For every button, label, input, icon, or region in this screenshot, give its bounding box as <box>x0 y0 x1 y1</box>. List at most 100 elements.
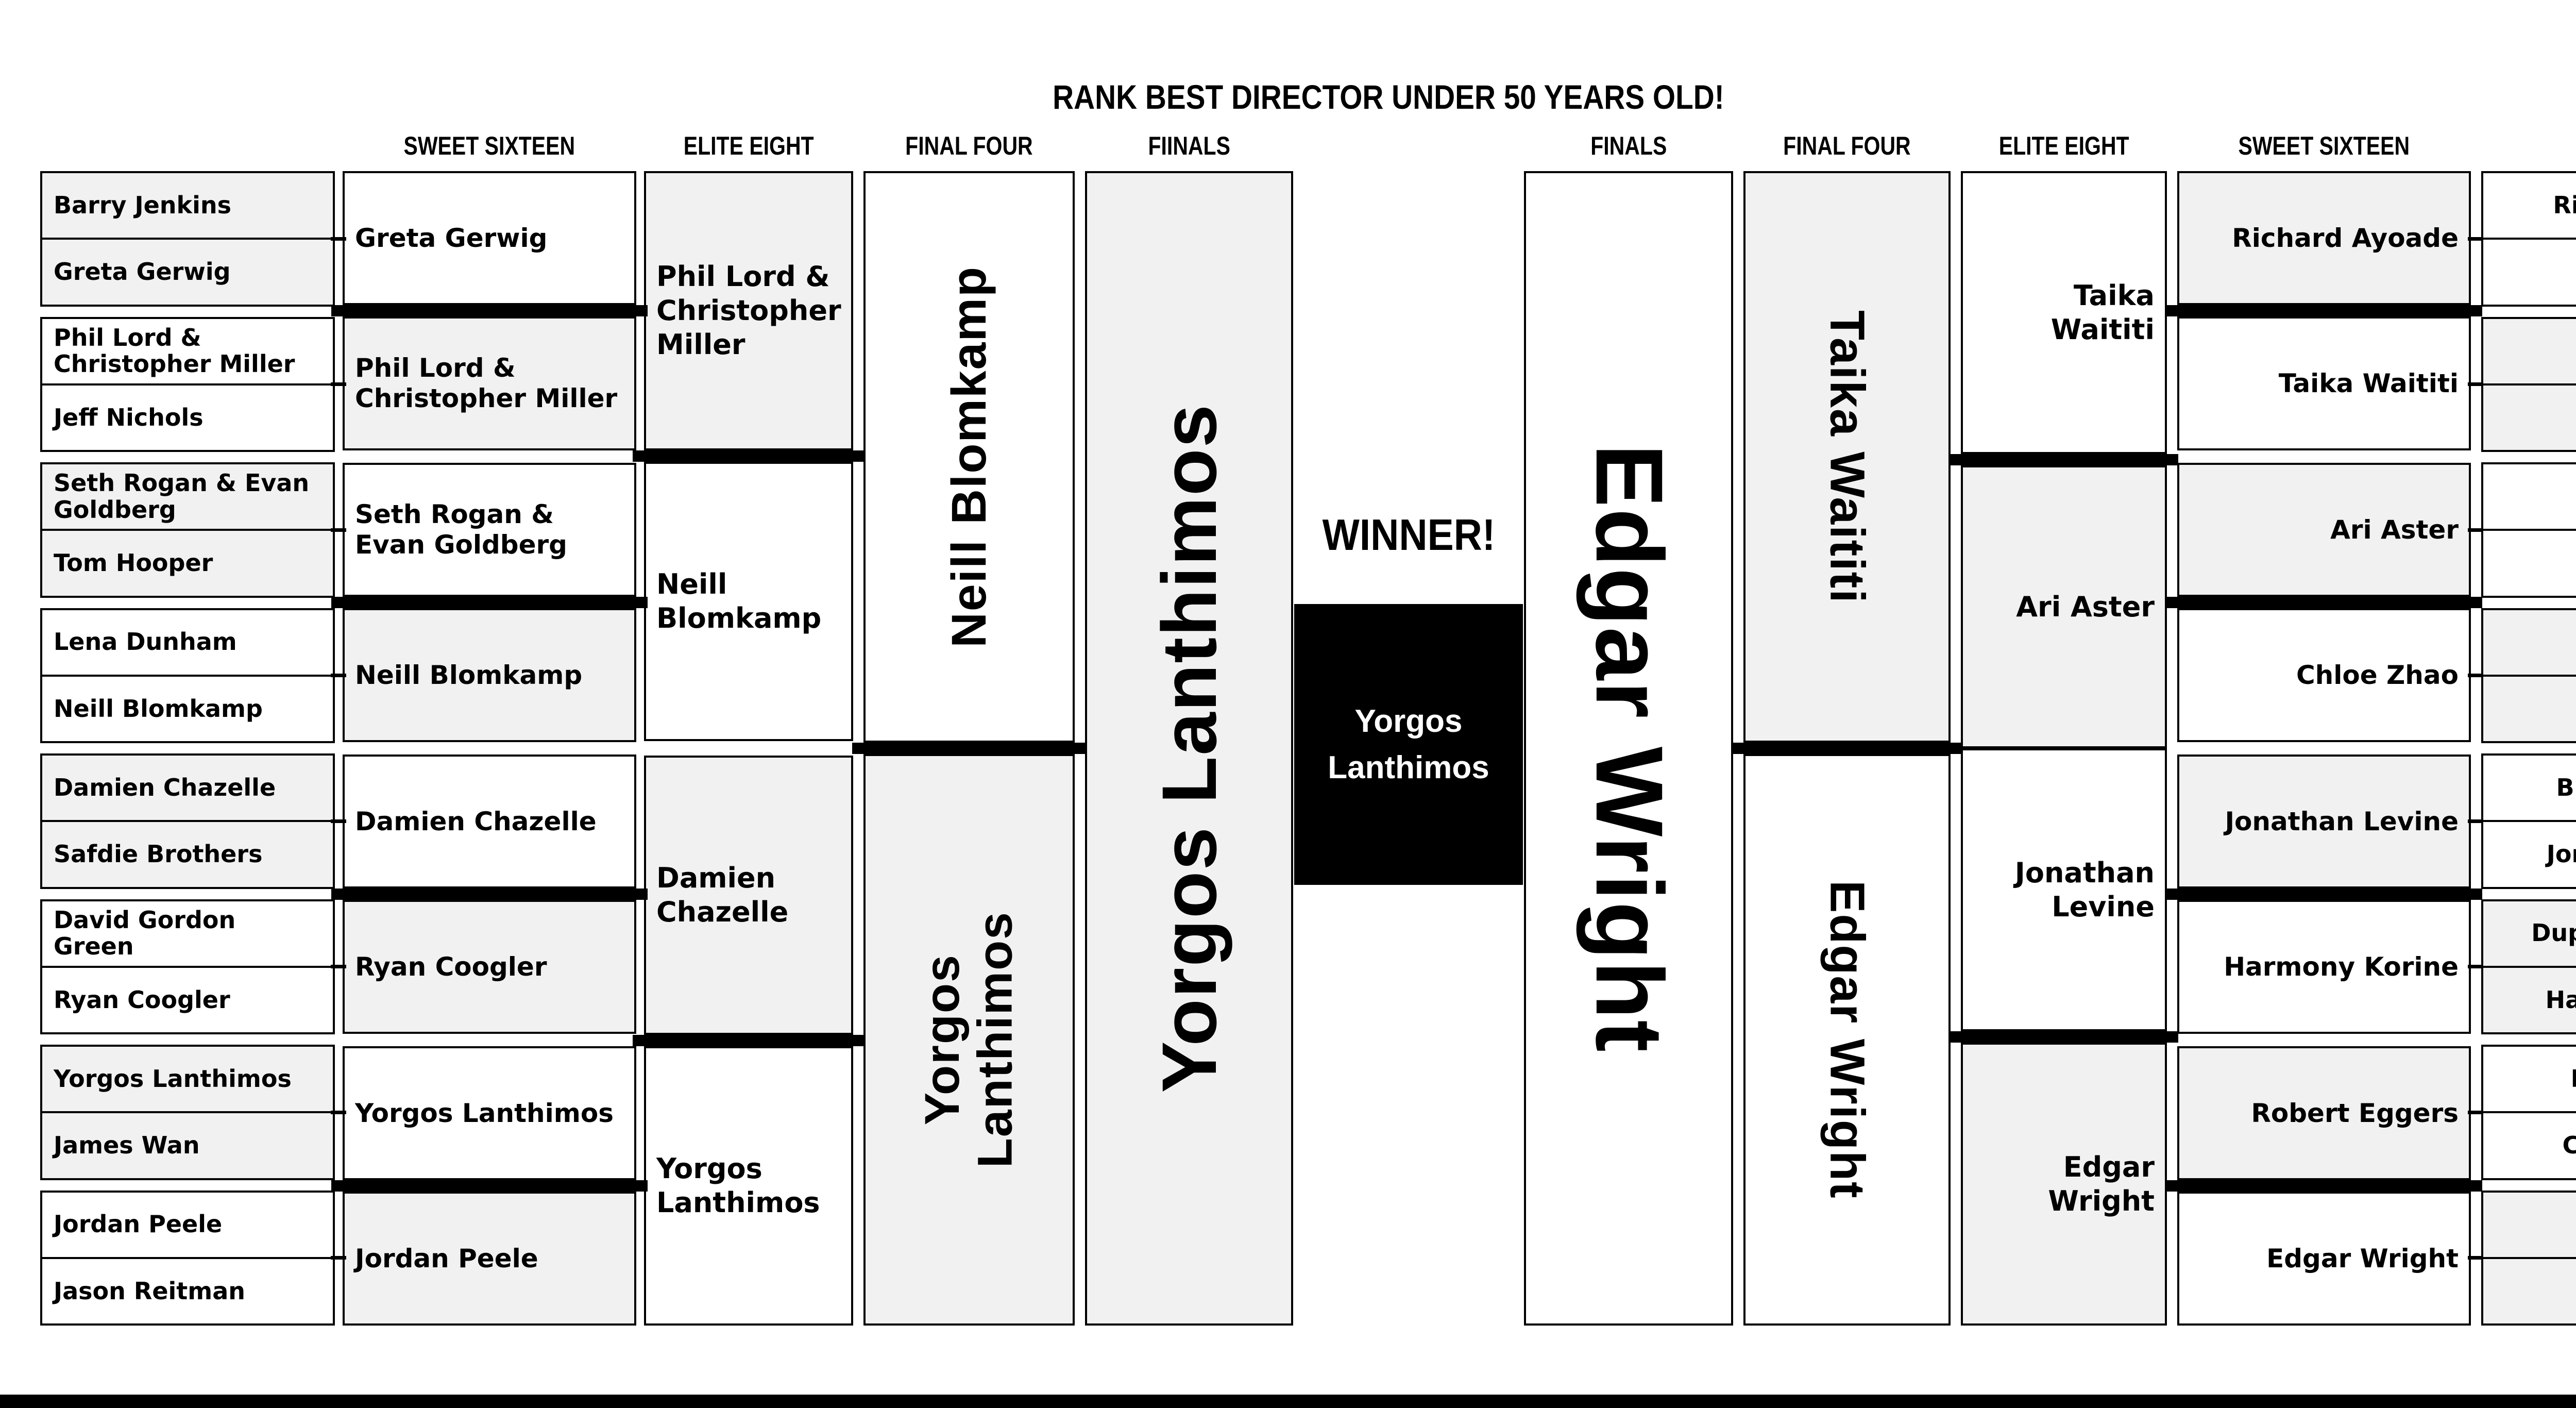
bracket-cell[interactable]: Seth Rogan & Evan Goldberg <box>40 462 335 531</box>
matchup-pair: Ben Affleck Ari Aster <box>2481 462 2576 598</box>
bracket-cell[interactable]: Jason Reitman <box>40 1256 335 1326</box>
bracket-cell[interactable]: Greta Gerwig <box>343 171 636 305</box>
header-right-finals: FINALS <box>1590 131 1667 160</box>
winner-name: Yorgos Lanthimos <box>1328 703 1489 785</box>
bracket-cell[interactable]: Yorgos Lanthimos <box>40 1045 335 1114</box>
finals-column-left: Yorgos Lanthimos <box>1085 171 1293 1326</box>
bracket-cell[interactable]: Ben Affleck <box>2481 462 2576 531</box>
bracket-cell[interactable]: David Gordon Green <box>40 899 335 968</box>
matchup-group: Jonathan Levine Edgar Wright <box>1950 748 2178 1326</box>
bracket-cell[interactable]: Jordan Peele <box>40 1190 335 1259</box>
bracket-cell[interactable]: Robert Eggers <box>2481 1045 2576 1114</box>
match-divider-bar <box>1950 1031 2178 1043</box>
match-divider-bar <box>2166 597 2482 608</box>
sweet-sixteen-column-left: Greta Gerwig Phil Lord & Christopher Mil… <box>331 171 648 1326</box>
bracket-cell[interactable]: Ryan Coogler <box>40 965 335 1034</box>
bracket-cell[interactable]: Phil Lord & Christopher Miller <box>644 171 853 450</box>
bracket-cell[interactable]: Neill Blomkamp <box>343 608 636 742</box>
matchup-pair: Barry Jenkins Greta Gerwig <box>40 171 335 307</box>
final-four-column-right: Taika Waititi Edgar Wright <box>1732 171 1962 1326</box>
matchup-group: Jonathan Levine Harmony Korine <box>2166 755 2482 1034</box>
matchup-group: Taika Waititi Ari Aster <box>1950 171 2178 748</box>
header-left-finals: FIINALS <box>1148 131 1230 160</box>
bracket-cell[interactable]: Edgar Wright <box>1743 754 1951 1326</box>
bracket-cell[interactable]: Ari Aster <box>2177 463 2471 597</box>
bracket-cell[interactable]: Greta Gerwig <box>40 238 335 307</box>
round1-column-left: Barry Jenkins Greta Gerwig Phil Lord & C… <box>40 171 335 1326</box>
matchup-pair: Richard Ayoade James Franco <box>2481 171 2576 307</box>
header-right-sweet-sixteen: SWEET SIXTEEN <box>2238 131 2410 160</box>
bracket-cell[interactable]: Josh Trank <box>2481 674 2576 743</box>
match-divider-bar <box>1732 743 1962 754</box>
matchup-pair: Bradley Cooper Jonathan Levine <box>2481 753 2576 889</box>
bracket-cell[interactable]: Yorgos Lanthimos <box>1085 171 1293 1326</box>
bracket-cell[interactable]: Harmony Korine <box>2177 900 2471 1034</box>
bracket-cell[interactable]: James Franco <box>2481 238 2576 307</box>
bracket-cell[interactable]: Jeff Nichols <box>40 383 335 452</box>
bracket-cell[interactable]: Edgar Wright <box>1961 1043 2167 1326</box>
bracket-cell[interactable]: Yorgos Lanthimos <box>863 754 1075 1326</box>
connector-tick <box>331 528 346 532</box>
elite-eight-column-right: Taika Waititi Ari Aster Jonathan Levine … <box>1950 171 2178 1326</box>
bracket-cell[interactable]: Lena Dunham <box>40 608 335 677</box>
bracket-cell[interactable]: Jonathan Levine <box>2177 755 2471 889</box>
bracket-cell[interactable]: Bradley Cooper <box>2481 753 2576 823</box>
match-divider-bar <box>2166 1180 2482 1192</box>
bracket-cell[interactable]: Duplass Brothers <box>2481 899 2576 968</box>
bracket-cell[interactable]: Edgar Wright <box>1524 171 1733 1326</box>
bracket-cell[interactable]: Neill Blomkamp <box>863 171 1075 743</box>
bracket-cell[interactable]: Jonathan Levine <box>2481 820 2576 889</box>
bracket-cell[interactable]: Phil Lord & Christopher Miller <box>343 316 636 450</box>
bracket-cell[interactable]: Damien Chazelle <box>40 753 335 823</box>
bracket-cell[interactable]: Richard Ayoade <box>2481 171 2576 240</box>
bracket-cell[interactable]: Neill Blomkamp <box>644 462 853 741</box>
bottom-border <box>0 1395 2576 1408</box>
matchup-pair: Chloe Zhao Josh Trank <box>2481 608 2576 743</box>
bracket-cell[interactable]: Jordan Peele <box>343 1192 636 1326</box>
bracket-cell[interactable]: Neill Blomkamp <box>40 674 335 743</box>
bracket-cell[interactable]: Chloe Zhao <box>2481 608 2576 677</box>
bracket-cell[interactable]: Harmony Korine <box>2481 965 2576 1034</box>
bracket-cell[interactable]: Jonathan Levine <box>1961 748 2167 1031</box>
connector-tick <box>331 965 346 968</box>
bracket-cell[interactable]: Taika Waititi <box>2481 316 2576 385</box>
matchup-pair: Yorgos Lanthimos James Wan <box>40 1045 335 1180</box>
matchup-group: Richard Ayoade Taika Waititi <box>2166 171 2482 450</box>
bracket-cell[interactable]: Cary Fukunaga <box>2481 1111 2576 1180</box>
bracket-cell[interactable]: Phil Lord & Christopher Miller <box>40 316 335 385</box>
match-divider-bar <box>331 597 648 608</box>
matchup-group: Seth Rogan & Evan Goldberg Neill Blomkam… <box>331 463 648 742</box>
matchup-pair: Taika Waititi Sarah Polly <box>2481 316 2576 452</box>
bracket-cell[interactable]: Ari Aster <box>2481 529 2576 598</box>
bracket-cell[interactable]: Barry Jenkins <box>40 171 335 240</box>
bracket-cell[interactable]: Rian Johnson <box>2481 1190 2576 1259</box>
bracket-cell[interactable]: Richard Ayoade <box>2177 171 2471 305</box>
bracket-cell[interactable]: Edgar Wright <box>2481 1256 2576 1326</box>
bracket-cell[interactable]: Taika Waititi <box>1743 171 1951 743</box>
bracket-cell[interactable]: Yorgos Lanthimos <box>343 1046 636 1180</box>
winner-box[interactable]: Yorgos Lanthimos <box>1294 604 1523 885</box>
bracket-cell[interactable]: Yorgos Lanthimos <box>644 1046 853 1326</box>
connector-tick <box>2468 965 2483 968</box>
bracket-cell[interactable]: Sarah Polly <box>2481 383 2576 452</box>
bracket-cell[interactable]: Damien Chazelle <box>644 756 853 1035</box>
vertical-name: Taika Waititi <box>1820 310 1875 604</box>
bracket-cell[interactable]: Ryan Coogler <box>343 900 636 1034</box>
bracket-cell[interactable]: Ari Aster <box>1961 465 2167 748</box>
bracket-cell[interactable]: Chloe Zhao <box>2177 608 2471 742</box>
header-left-sweet-sixteen: SWEET SIXTEEN <box>403 131 575 160</box>
connector-tick <box>2468 674 2483 677</box>
bracket-cell[interactable]: Damien Chazelle <box>343 755 636 889</box>
bracket-cell[interactable]: James Wan <box>40 1111 335 1180</box>
bracket-cell[interactable]: Taika Waititi <box>2177 316 2471 450</box>
match-divider-bar <box>331 1180 648 1192</box>
bracket-cell[interactable]: Seth Rogan & Evan Goldberg <box>343 463 636 597</box>
bracket-cell[interactable]: Safdie Brothers <box>40 820 335 889</box>
bracket-cell[interactable]: Tom Hooper <box>40 529 335 598</box>
bracket-cell[interactable]: Taika Waititi <box>1961 171 2167 454</box>
matchup-pair: Rian Johnson Edgar Wright <box>2481 1190 2576 1326</box>
bracket-cell[interactable]: Robert Eggers <box>2177 1046 2471 1180</box>
bracket-cell[interactable]: Edgar Wright <box>2177 1192 2471 1326</box>
matchup-pair: Seth Rogan & Evan Goldberg Tom Hooper <box>40 462 335 598</box>
